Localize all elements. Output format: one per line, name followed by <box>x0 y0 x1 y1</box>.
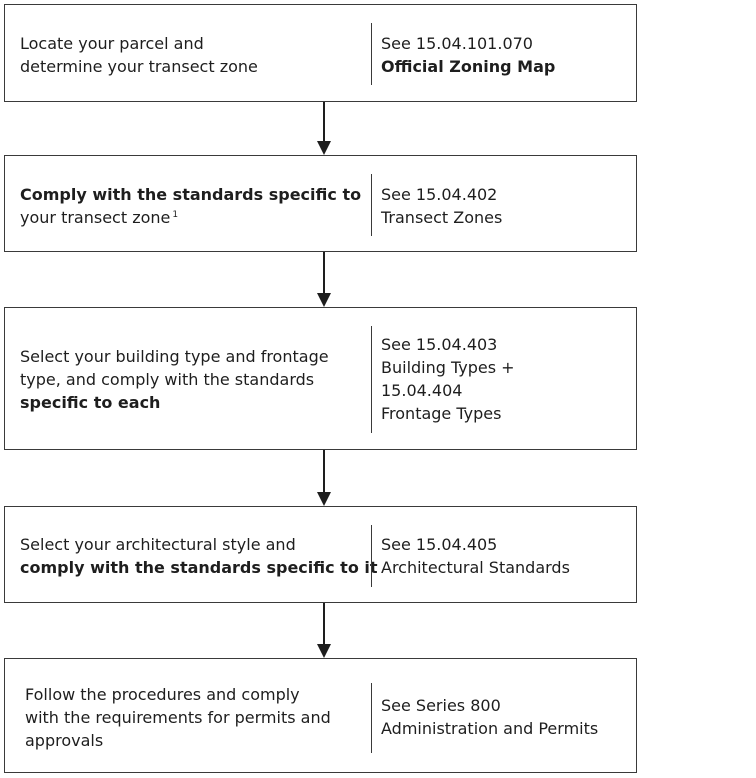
step-3-ref-line-1: See 15.04.403 <box>381 335 498 354</box>
step-1-ref-line-1: See 15.04.101.070 <box>381 34 533 53</box>
step-5-ref-line-1: See Series 800 <box>381 696 501 715</box>
step-3-text-line-2: type, and comply with the standards <box>20 370 315 389</box>
step-3-text-line-3: specific to each <box>20 393 161 412</box>
step-1-text-line-1: Locate your parcel and <box>20 34 204 53</box>
step-2-text: Comply with the standards specific to yo… <box>20 183 362 229</box>
step-2-text-line-2-main: your transect zone <box>20 208 171 227</box>
step-1-text: Locate your parcel and determine your tr… <box>20 32 355 78</box>
step-2-reference: See 15.04.402 Transect Zones <box>381 183 631 229</box>
flow-arrow-2 <box>317 252 331 307</box>
step-4-text: Select your architectural style and comp… <box>20 533 378 579</box>
flow-arrow-4 <box>317 603 331 658</box>
step-1-reference: See 15.04.101.070 Official Zoning Map <box>381 32 631 78</box>
step-1-ref-line-2: Official Zoning Map <box>381 57 556 76</box>
step-5-divider <box>371 683 372 753</box>
flow-arrow-3 <box>317 450 331 506</box>
step-3-divider <box>371 326 372 433</box>
step-4-ref-line-1: See 15.04.405 <box>381 535 498 554</box>
step-5-ref-line-2: Administration and Permits <box>381 719 599 738</box>
step-3-ref-line-3: 15.04.404 <box>381 381 463 400</box>
step-4-text-line-1: Select your architectural style and <box>20 535 296 554</box>
step-4-ref-line-2: Architectural Standards <box>381 558 570 577</box>
step-box-5: Follow the procedures and comply with th… <box>4 658 637 773</box>
step-3-text-line-1: Select your building type and frontage <box>20 347 329 366</box>
step-5-text-line-2: with the requirements for permits and <box>25 708 331 727</box>
step-box-3: Select your building type and frontage t… <box>4 307 637 450</box>
step-5-text-line-1: Follow the procedures and comply <box>25 685 300 704</box>
step-box-1: Locate your parcel and determine your tr… <box>4 4 637 102</box>
step-1-text-line-2: determine your transect zone <box>20 57 258 76</box>
step-5-text-line-3: approvals <box>25 731 104 750</box>
step-box-4: Select your architectural style and comp… <box>4 506 637 603</box>
footnote-marker: 1 <box>172 210 179 220</box>
step-1-divider <box>371 23 372 85</box>
step-2-divider <box>371 174 372 236</box>
flow-arrow-1 <box>317 102 331 155</box>
step-2-ref-line-2: Transect Zones <box>381 208 503 227</box>
step-5-text: Follow the procedures and comply with th… <box>25 683 360 752</box>
step-3-reference: See 15.04.403 Building Types + 15.04.404… <box>381 333 631 425</box>
step-3-text: Select your building type and frontage t… <box>20 345 355 414</box>
step-2-ref-line-1: See 15.04.402 <box>381 185 498 204</box>
step-4-divider <box>371 525 372 587</box>
step-3-ref-line-2: Building Types + <box>381 358 515 377</box>
step-box-2: Comply with the standards specific to yo… <box>4 155 637 252</box>
step-3-ref-line-4: Frontage Types <box>381 404 502 423</box>
step-5-reference: See Series 800 Administration and Permit… <box>381 694 631 740</box>
step-4-text-line-2: comply with the standards specific to it <box>20 558 378 577</box>
step-4-reference: See 15.04.405 Architectural Standards <box>381 533 631 579</box>
step-2-text-line-1: Comply with the standards specific to <box>20 185 362 204</box>
